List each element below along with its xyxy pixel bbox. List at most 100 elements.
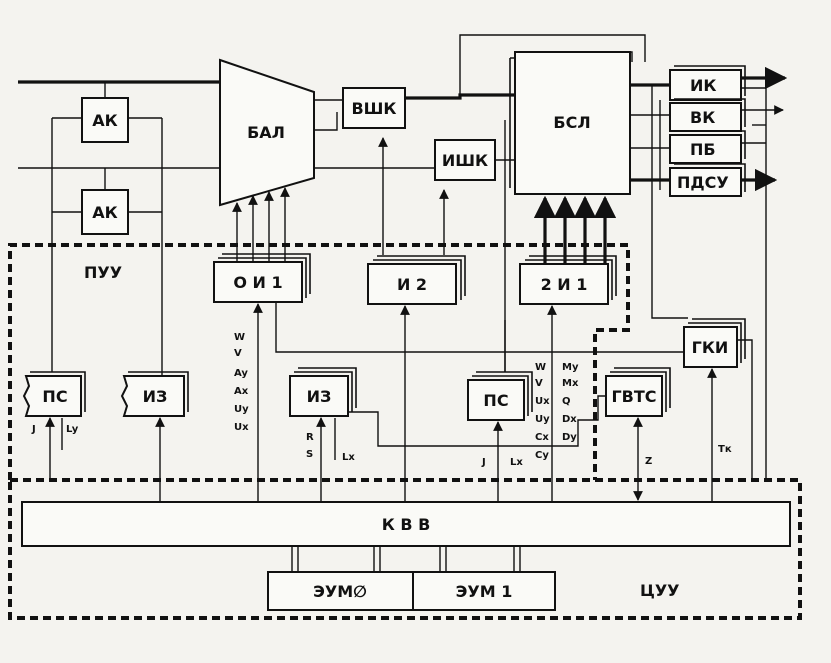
gvts-z-label: Z [645, 456, 652, 467]
bal-label: БАЛ [247, 123, 285, 142]
vshk-label: ВШК [351, 99, 396, 118]
ps-mid-shadow [472, 375, 529, 416]
iz-mid-lx-label: Lx [342, 452, 355, 463]
i21-input-label: Ux [535, 396, 550, 407]
pb-block [669, 134, 742, 164]
ak-bottom-label: АК [92, 203, 117, 222]
kvv-block [21, 501, 791, 547]
iz-mid-s-label: S [306, 449, 313, 460]
puu-region-label: ПУУ [84, 263, 122, 282]
iz-left-label: ИЗ [143, 387, 168, 406]
gki-shadow-2 [692, 318, 746, 359]
i21-block [519, 263, 609, 305]
i2-shadow [373, 259, 462, 300]
i21-input-label: Dx [562, 414, 577, 425]
kvv-eum-link-3 [439, 546, 447, 572]
ak-bottom-block [81, 189, 129, 235]
i21-shadow-2 [529, 255, 617, 296]
iz-left-shadow [128, 371, 189, 412]
ps-left-ly-label: Ly [66, 424, 79, 435]
kvv-label: К В В [382, 515, 431, 534]
gki-side-line [737, 339, 753, 480]
pdsu-label: ПДСУ [677, 173, 729, 192]
top-loop [459, 34, 646, 98]
vshk-back-line [314, 112, 338, 131]
bsl-block [514, 51, 631, 195]
bal-block [219, 58, 315, 207]
oi1-input-label: Ax [234, 386, 249, 397]
ps-mid-j-label: J [481, 457, 486, 468]
iz-mid-block [289, 375, 349, 417]
iz-mid-r-label: R [306, 432, 314, 443]
ps-mid-label: ПС [483, 391, 508, 410]
eum1-label: ЭУМ 1 [456, 582, 513, 601]
iz-mid-label: ИЗ [307, 387, 332, 406]
puu-region-border [8, 243, 630, 480]
i21-input-labels-left: W V Ux Uy Cx Cy [535, 362, 550, 461]
vk-shadow [674, 98, 746, 127]
gvts-shadow-2 [614, 367, 671, 408]
oi1-feedback-line [275, 302, 684, 353]
i21-input-label: Cx [535, 432, 549, 443]
pdsu-shadow [674, 163, 746, 192]
kvv-eum-link-4 [513, 546, 521, 572]
kvv-eum-link-1 [291, 546, 299, 572]
oi1-input-label: Ay [234, 368, 248, 379]
ik-block [669, 69, 742, 101]
gki-block [683, 326, 738, 368]
gki-shadow [688, 322, 742, 363]
i2-label: И 2 [397, 275, 427, 294]
vshk-block [342, 87, 406, 129]
i21-input-labels-right: My Mx Q Dx Dy [562, 362, 579, 443]
iz-left-block [120, 375, 185, 417]
i21-input-label: V [535, 378, 543, 389]
iz-mid-shadow [294, 371, 353, 412]
eum0-label: ЭУМ∅ [313, 582, 367, 601]
i21-input-label: Q [562, 396, 571, 407]
ik-shadow [674, 65, 746, 96]
i21-input-label: Cy [535, 450, 549, 461]
ik-label: ИК [690, 76, 716, 95]
gvts-shadow [610, 371, 667, 412]
bsl-label: БСЛ [553, 113, 590, 132]
gki-label: ГКИ [692, 338, 729, 357]
iz-mid-shadow-2 [298, 367, 357, 408]
kvv-eum-link-2 [373, 546, 381, 572]
ps-mid-shadow-2 [476, 371, 533, 412]
i21-input-label: Mx [562, 378, 579, 389]
ps-mid-lx-label: Lx [510, 457, 523, 468]
oi1-label: О И 1 [233, 273, 282, 292]
oi1-input-label: Ux [234, 422, 249, 433]
vk-label: ВК [690, 108, 715, 127]
ps-mid-block [467, 379, 525, 421]
output-left-vertical [651, 85, 688, 319]
ps-left-shadow [30, 371, 86, 412]
ak-top-label: АК [92, 111, 117, 130]
ishk-label: ИШК [442, 151, 488, 170]
cuu-region-border [8, 478, 802, 620]
iz-mid-to-gvts-line [348, 395, 606, 447]
i21-input-label: Dy [562, 432, 577, 443]
ps-left-block [22, 375, 82, 417]
oi1-shadow-2 [222, 253, 311, 294]
i21-input-label: W [535, 362, 546, 373]
gvts-label: ГВТС [611, 387, 656, 406]
ps-left-label: ПС [42, 387, 67, 406]
ps-left-j-label: J [31, 424, 36, 435]
oi1-input-label: V [234, 348, 242, 359]
cuu-region-label: ЦУУ [640, 581, 680, 600]
pdsu-block [669, 167, 742, 197]
oi1-input-label: Uy [234, 404, 249, 415]
oi1-input-labels: W V Ay Ax Uy Ux [234, 332, 249, 433]
gki-tk-label: Tк [718, 444, 732, 455]
i2-block [367, 263, 457, 305]
i21-input-label: My [562, 362, 579, 373]
oi1-input-label: W [234, 332, 245, 343]
i21-label: 2 И 1 [541, 275, 588, 294]
oi1-block [213, 261, 303, 303]
eum1-block [412, 571, 556, 611]
i21-input-label: Uy [535, 414, 550, 425]
oi1-shadow [218, 257, 307, 298]
i2-shadow-2 [377, 255, 466, 296]
